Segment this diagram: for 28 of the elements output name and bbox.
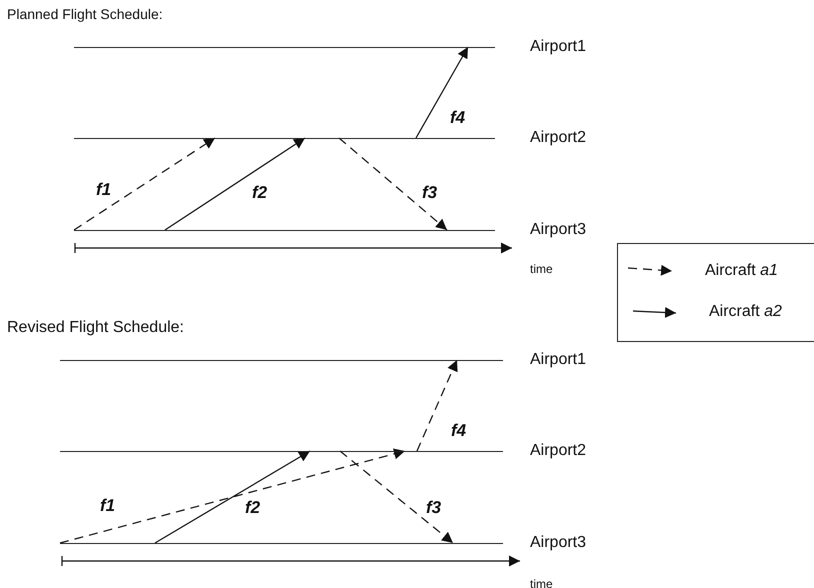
panel-heading: Revised Flight Schedule: xyxy=(7,319,184,337)
flight-label: f1 xyxy=(100,497,116,515)
airport-name: Airport3 xyxy=(530,221,586,239)
flight-label: f1 xyxy=(96,181,112,199)
airport-name: Airport1 xyxy=(530,351,586,369)
flight-label: f2 xyxy=(245,499,260,517)
flight-arrow xyxy=(164,138,306,230)
flight-label: f2 xyxy=(252,184,268,202)
axis-label: time xyxy=(530,577,553,588)
flight-arrow xyxy=(74,138,216,230)
flight-arrow xyxy=(416,360,458,452)
flight-arrow xyxy=(60,448,406,544)
flight-label: f4 xyxy=(450,109,466,127)
flight-label: f3 xyxy=(426,499,442,517)
flight-arrow xyxy=(154,450,310,544)
airport-name: Airport1 xyxy=(530,38,586,56)
panel-heading: Planned Flight Schedule: xyxy=(7,6,163,22)
axis-label: time xyxy=(530,262,553,276)
legend-label: Aircraft a1 xyxy=(705,262,778,280)
airport-name: Airport2 xyxy=(530,442,586,460)
airport-name: Airport3 xyxy=(530,534,586,552)
flight-arrow xyxy=(338,138,448,230)
flight-label: f3 xyxy=(422,184,438,202)
flight-arrow xyxy=(415,46,469,138)
airport-name: Airport2 xyxy=(530,129,586,147)
legend-label: Aircraft a2 xyxy=(709,303,782,321)
flight-label: f4 xyxy=(451,422,466,440)
flight-arrow xyxy=(340,450,454,544)
